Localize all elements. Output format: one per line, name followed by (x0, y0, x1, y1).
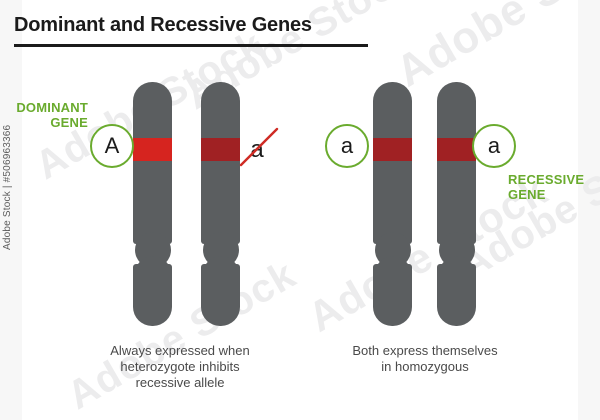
gene-band (373, 138, 412, 161)
watermark-diagonal: Adobe Stock (388, 0, 600, 97)
dominant-gene-label-line2: GENE (50, 115, 88, 130)
recessive-gene-label-line2: GENE (508, 187, 546, 202)
watermark-sidebar-text: Adobe Stock | #506963366 (2, 124, 13, 250)
allele-symbol: A (104, 133, 120, 158)
caption-line2: heterozygote inhibits (120, 359, 240, 374)
watermark-diagonal: Adobe Stock (60, 252, 304, 419)
chromosome-upper-arm (133, 82, 172, 244)
gene-band (133, 138, 172, 161)
watermark-edge-left (0, 0, 22, 420)
allele-symbol: a (487, 133, 501, 158)
chromosome-lower-arm (373, 264, 412, 326)
recessive-gene-label-line1: RECESSIVE (508, 172, 585, 187)
allele-symbol: a (250, 136, 264, 163)
chromosome-lower-arm (201, 264, 240, 326)
chromosome-upper-arm (373, 82, 412, 244)
caption-line2: in homozygous (381, 359, 469, 374)
caption-line1: Always expressed when (110, 343, 250, 358)
gene-band (201, 138, 240, 161)
caption-right-panel: Both express themselves in homozygous (322, 343, 528, 375)
watermark-edge-right (578, 0, 600, 420)
dominant-gene-label: DOMINANT GENE (10, 100, 88, 130)
title-underline (14, 44, 368, 47)
allele-marker-recessive-a-left: a (325, 124, 369, 168)
caption-line3: recessive allele (135, 375, 225, 390)
caption-line1: Both express themselves (352, 343, 498, 358)
allele-marker-recessive-a-right: a (472, 124, 516, 168)
dominant-gene-label-line1: DOMINANT (16, 100, 88, 115)
chromosome-lower-arm (133, 264, 172, 326)
allele-marker-recessive-a-crossed: a (242, 128, 272, 172)
page-title: Dominant and Recessive Genes (14, 14, 312, 36)
recessive-gene-label: RECESSIVE GENE (508, 172, 594, 202)
chromosome-lower-arm (437, 264, 476, 326)
chromosome-upper-arm (437, 82, 476, 244)
chromosome-upper-arm (201, 82, 240, 244)
gene-band (437, 138, 476, 161)
allele-symbol: a (340, 133, 354, 158)
allele-marker-dominant-A: A (90, 124, 134, 168)
caption-left-panel: Always expressed when heterozygote inhib… (80, 343, 280, 391)
